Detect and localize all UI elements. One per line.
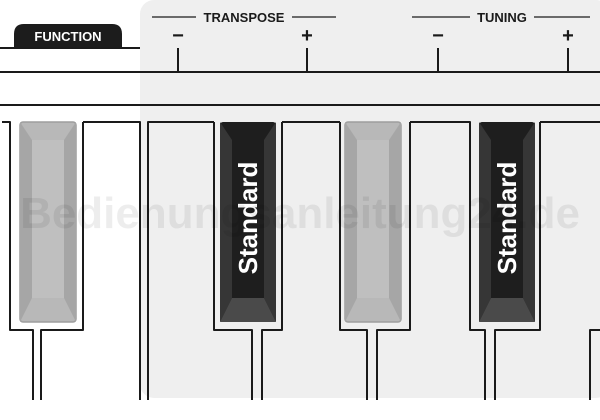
function-button-label: FUNCTION <box>34 29 101 44</box>
white-key-8 <box>339 122 368 400</box>
white-key-10 <box>410 121 486 400</box>
function-button[interactable]: FUNCTION <box>14 24 122 48</box>
black-key-4-label: Standard <box>492 162 522 275</box>
white-key-9 <box>376 122 411 400</box>
transpose-minus-label: − <box>172 25 184 47</box>
white-key-5 <box>213 122 253 400</box>
watermark-text: Bedienungsanleitung24.de <box>20 189 580 238</box>
white-key-1 <box>2 121 34 400</box>
white-key-3 <box>83 121 141 400</box>
tuning-group: TUNING − + <box>412 10 590 72</box>
black-key-2[interactable]: Standard <box>220 122 276 322</box>
white-key-13 <box>589 329 600 400</box>
black-key-2-label: Standard <box>233 162 263 275</box>
white-keys <box>2 121 600 400</box>
black-key-1[interactable] <box>19 121 77 323</box>
black-key-3[interactable] <box>344 121 402 323</box>
white-key-11 <box>494 122 541 400</box>
white-key-6 <box>261 122 283 400</box>
white-key-4 <box>147 121 214 400</box>
tuning-plus-label: + <box>562 25 574 47</box>
transpose-label: TRANSPOSE <box>204 10 285 25</box>
transpose-group: TRANSPOSE − + <box>152 10 336 72</box>
black-key-4[interactable]: Standard <box>479 122 535 322</box>
tuning-minus-label: − <box>432 25 444 47</box>
transpose-plus-label: + <box>301 25 313 47</box>
tuning-label: TUNING <box>477 10 527 25</box>
white-key-2 <box>40 122 84 400</box>
